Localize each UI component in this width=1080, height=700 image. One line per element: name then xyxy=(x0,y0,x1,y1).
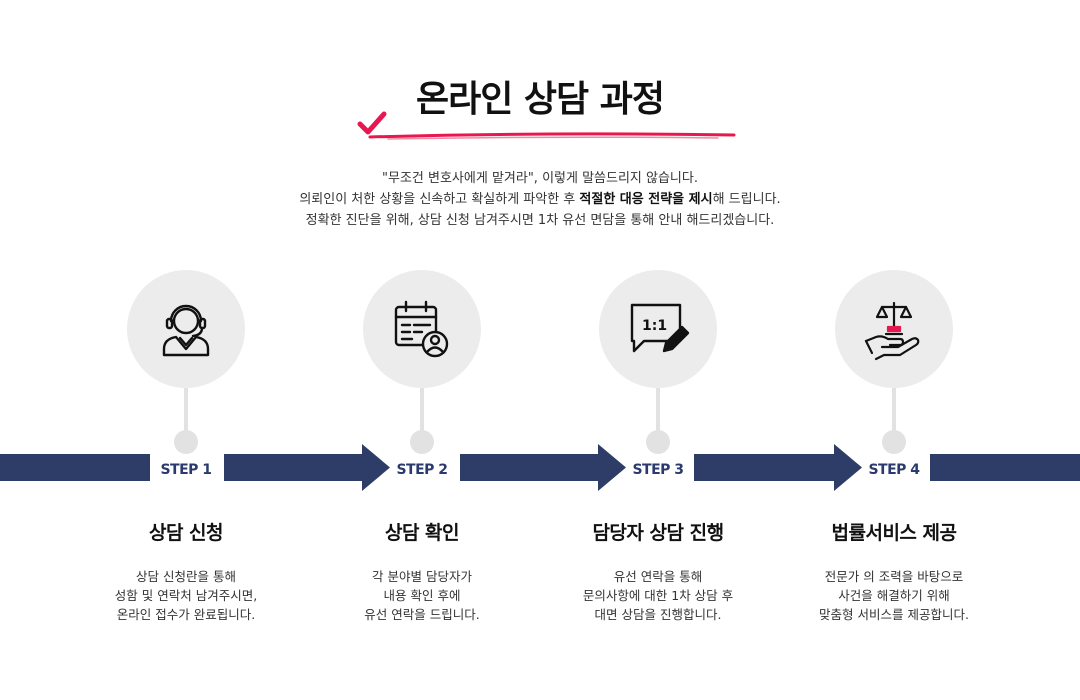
step-4-desc-line: 사건을 해결하기 위해 xyxy=(838,588,950,603)
step-3-desc: 유선 연락을 통해 문의사항에 대한 1차 상담 후 대면 상담을 진행합니다. xyxy=(538,567,778,624)
check-icon xyxy=(357,111,387,135)
step-1-desc: 상담 신청란을 통해 성함 및 연락처 남겨주시면, 온라인 접수가 완료됩니다… xyxy=(66,567,306,624)
page-title: 온라인 상담 과정 xyxy=(416,79,665,120)
intro-line-2-pre: 의뢰인이 처한 상황을 신속하고 확실하게 파악한 후 xyxy=(299,192,580,207)
step-2-icon-circle xyxy=(363,270,481,388)
headset-agent-icon xyxy=(162,304,210,357)
intro-line-3: 정확한 진단을 위해, 상담 신청 남겨주시면 1차 유선 면담을 통해 안내 … xyxy=(305,213,775,228)
step-4-name: 법률서비스 제공 xyxy=(831,522,957,544)
step-4-label: STEP 4 xyxy=(868,462,920,478)
step-1-connector xyxy=(184,388,188,432)
step-2-desc-line: 내용 확인 후에 xyxy=(383,588,461,603)
step-4-desc-line: 전문가 의 조력을 바탕으로 xyxy=(824,569,964,584)
step-3-icon-circle: 1:1 xyxy=(599,270,717,388)
step-2-desc: 각 분야별 담당자가 내용 확인 후에 유선 연락을 드립니다. xyxy=(302,567,542,624)
step-4-connector xyxy=(892,388,896,432)
intro-line-1: "무조건 변호사에게 맡겨라", 이렇게 말씀드리지 않습니다. xyxy=(382,171,698,186)
step-1-name: 상담 신청 xyxy=(148,522,224,544)
step-1-dot xyxy=(174,430,198,454)
step-2-desc-line: 유선 연락을 드립니다. xyxy=(364,607,480,622)
calendar-user-icon xyxy=(394,300,449,358)
step-3-name: 담당자 상담 진행 xyxy=(592,522,724,544)
intro-line-2: 의뢰인이 처한 상황을 신속하고 확실하게 파악한 후 적절한 대응 전략을 제… xyxy=(0,189,1080,210)
step-1-desc-line: 상담 신청란을 통해 xyxy=(136,569,236,584)
intro-line-2-bold: 적절한 대응 전략을 제시 xyxy=(579,192,713,207)
step-1-icon-circle xyxy=(127,270,245,388)
chat-icon-text: 1:1 xyxy=(642,318,667,334)
step-2-name: 상담 확인 xyxy=(384,522,460,544)
step-1-desc-line: 성함 및 연락처 남겨주시면, xyxy=(114,588,258,603)
step-4-dot xyxy=(882,430,906,454)
step-2-dot xyxy=(410,430,434,454)
step-4-desc: 전문가 의 조력을 바탕으로 사건을 해결하기 위해 맞춤형 서비스를 제공합니… xyxy=(774,567,1014,624)
step-3-dot xyxy=(646,430,670,454)
step-1-desc-line: 온라인 접수가 완료됩니다. xyxy=(116,607,256,622)
step-3-desc-line: 문의사항에 대한 1차 상담 후 xyxy=(582,588,734,603)
step-3-desc-line: 유선 연락을 통해 xyxy=(613,569,703,584)
process-arrow-band xyxy=(0,444,1080,491)
step-4-desc-line: 맞춤형 서비스를 제공합니다. xyxy=(819,607,969,622)
step-3-desc-line: 대면 상담을 진행합니다. xyxy=(594,607,722,622)
step-2-label: STEP 2 xyxy=(396,462,448,478)
step-1-label: STEP 1 xyxy=(160,462,212,478)
one-on-one-chat-icon: 1:1 xyxy=(630,303,690,353)
title-underline xyxy=(368,132,736,140)
step-2-desc-line: 각 분야별 담당자가 xyxy=(372,569,472,584)
step-2-connector xyxy=(420,388,424,432)
step-3-label: STEP 3 xyxy=(632,462,684,478)
intro-line-2-post: 해 드립니다. xyxy=(712,192,781,207)
step-3-connector xyxy=(656,388,660,432)
intro-text: "무조건 변호사에게 맡겨라", 이렇게 말씀드리지 않습니다. 의뢰인이 처한… xyxy=(0,168,1080,231)
title-block: 온라인 상담 과정 xyxy=(0,70,1080,122)
step-4-icon-circle xyxy=(835,270,953,388)
scales-in-hand-icon xyxy=(864,301,920,361)
